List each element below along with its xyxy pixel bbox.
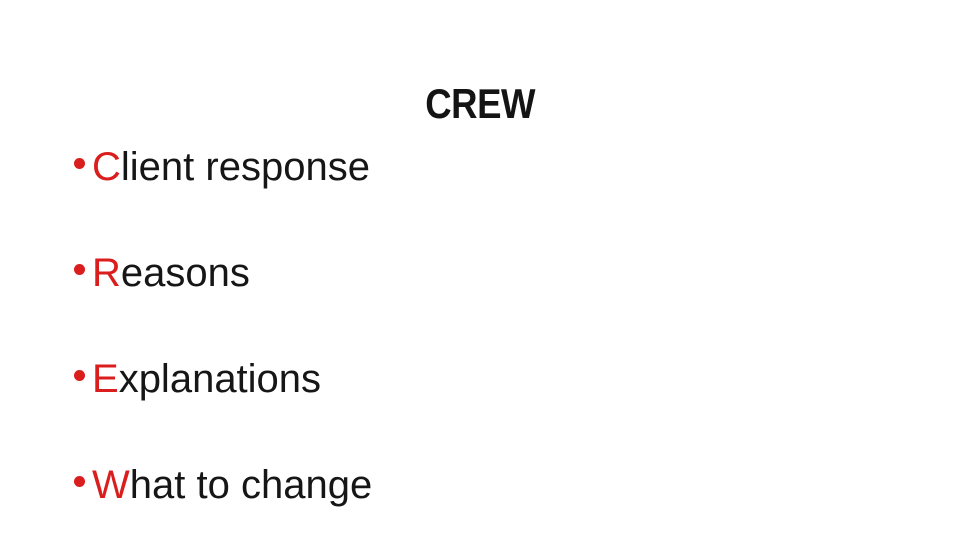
bullet-highlight-letter: C <box>92 145 121 189</box>
bullet-item-explanations: Explanations <box>74 359 321 399</box>
bullet-icon <box>74 476 85 487</box>
bullet-item-client-response: Client response <box>74 147 370 187</box>
bullet-text: lient response <box>120 145 370 189</box>
bullet-text: hat to change <box>129 463 373 507</box>
bullet-highlight-letter: R <box>92 251 121 295</box>
page-title: CREW <box>0 83 960 125</box>
bullet-highlight-letter: E <box>92 357 119 401</box>
bullet-text: easons <box>120 251 250 295</box>
bullet-icon <box>74 370 85 381</box>
page-title-text: CREW <box>425 80 535 128</box>
bullet-item-what-to-change: What to change <box>74 465 372 505</box>
bullet-item-reasons: Reasons <box>74 253 250 293</box>
bullet-highlight-letter: W <box>92 463 130 507</box>
bullet-icon <box>74 264 85 275</box>
bullet-text: xplanations <box>118 357 322 401</box>
bullet-icon <box>74 158 85 169</box>
